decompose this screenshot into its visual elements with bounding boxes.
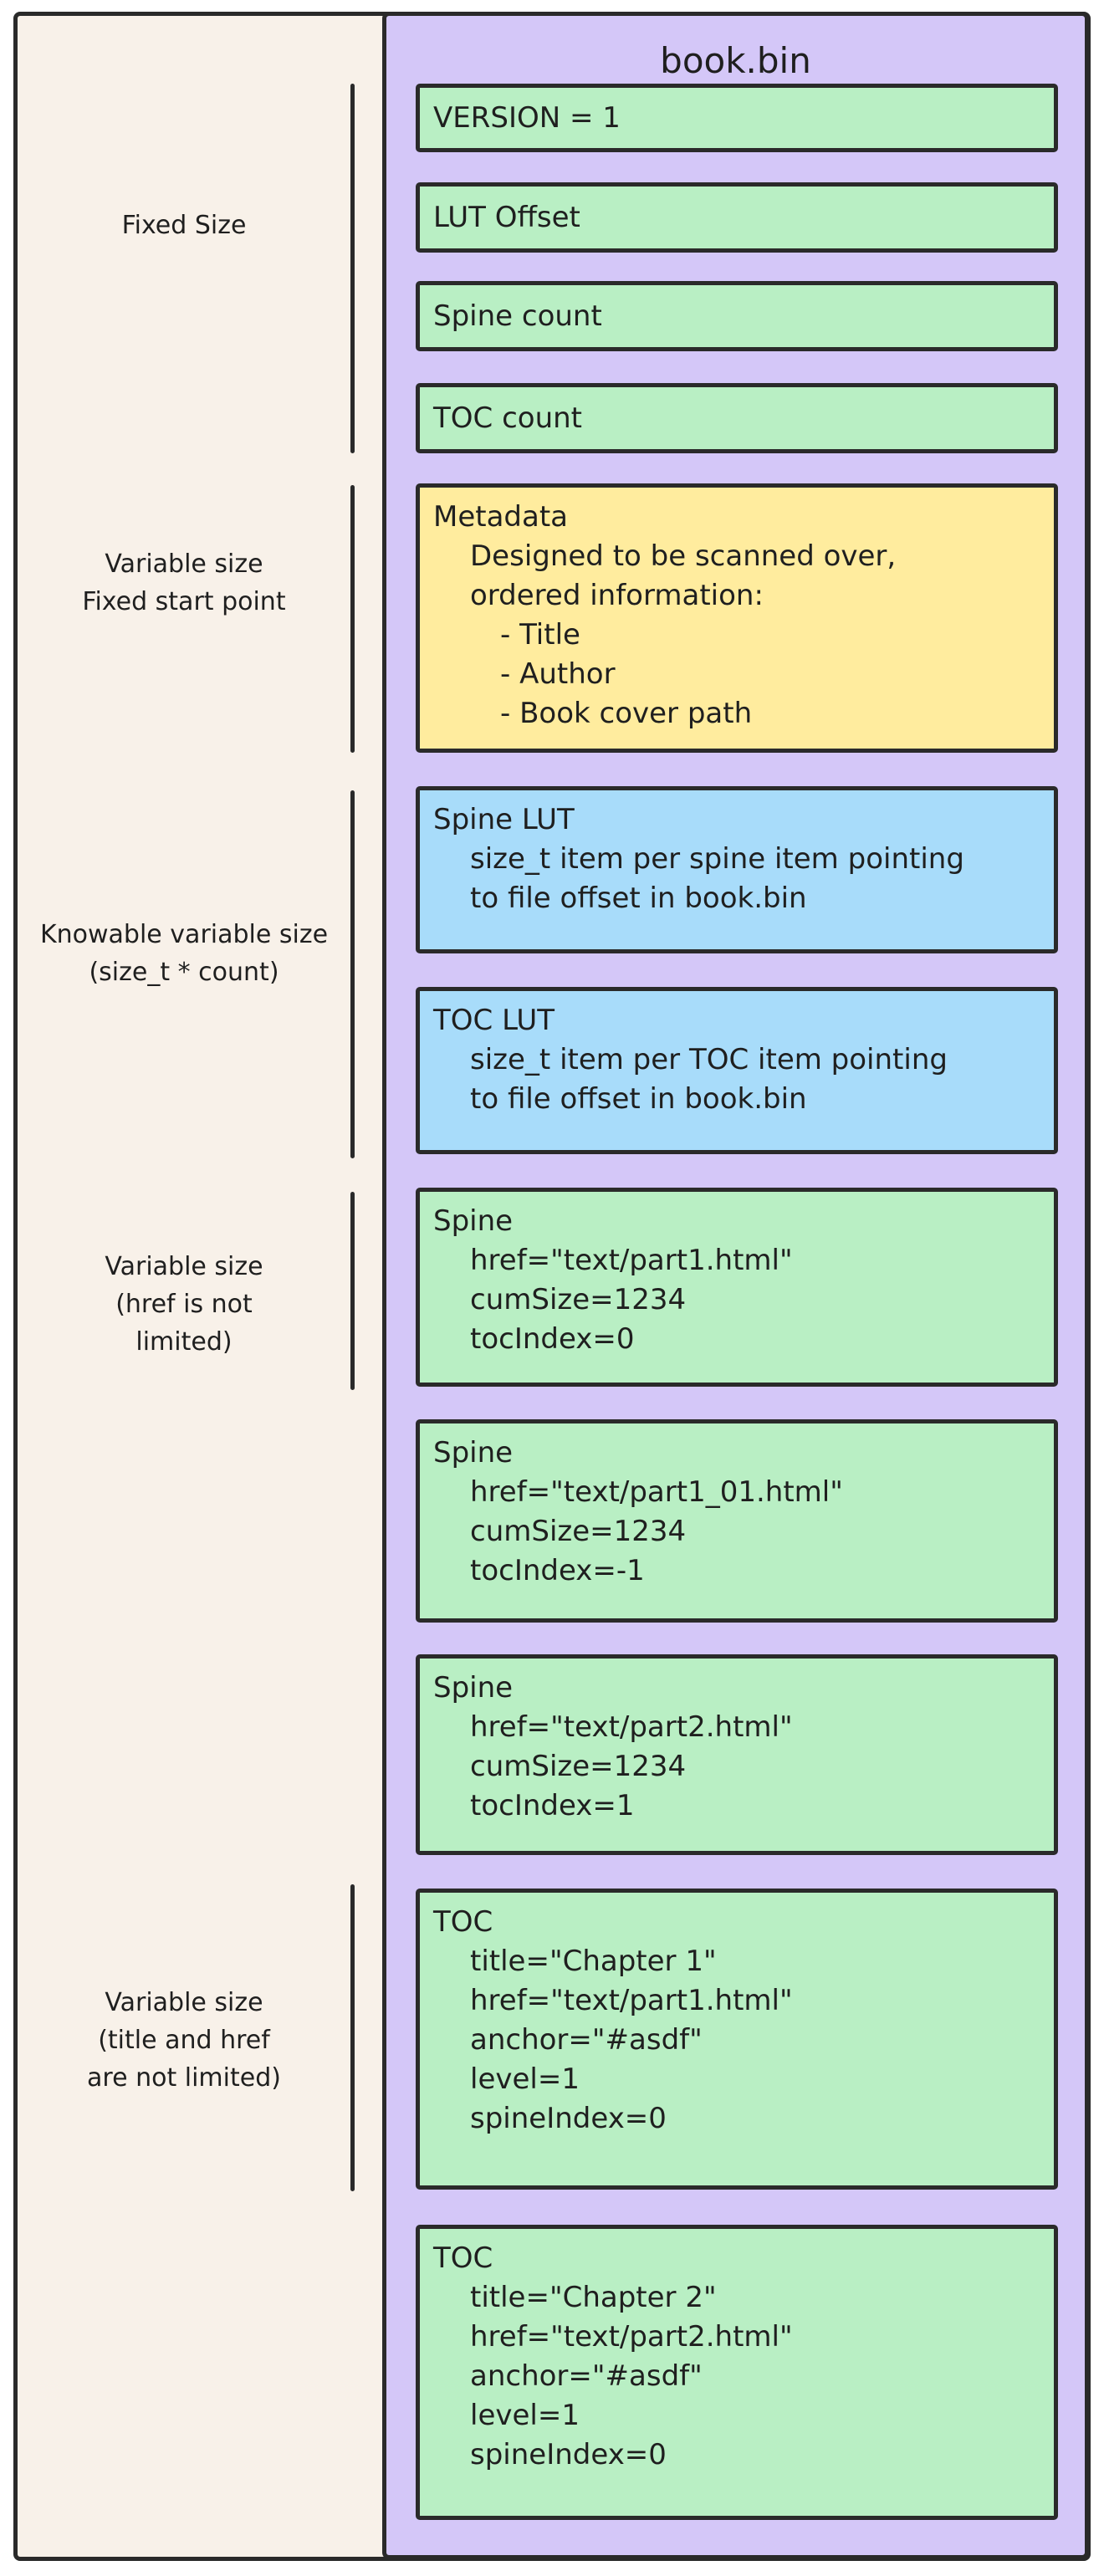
box-spine-count-line: Spine count xyxy=(433,299,602,333)
box-toc-2-line: level=1 xyxy=(470,2399,580,2432)
label-knowable-variable-line: (size_t * count) xyxy=(89,958,279,987)
box-spine-1: Spine href="text/part1.html" cumSize=1234 t… xyxy=(416,1188,1058,1387)
label-fixed-size-line: Fixed Size xyxy=(121,211,247,240)
box-metadata-line: ordered information: xyxy=(470,579,764,612)
box-spine-lut-line: size_t item per spine item pointing xyxy=(470,842,964,876)
box-spine-3-line: tocIndex=1 xyxy=(470,1789,635,1822)
box-lut-offset: LUT Offset xyxy=(416,182,1058,253)
bracket-variable-fixed-start xyxy=(350,485,355,753)
box-toc-lut-line: size_t item per TOC item pointing xyxy=(470,1043,948,1076)
box-toc-2-line: href="text/part2.html" xyxy=(470,2320,793,2354)
label-knowable-variable: Knowable variable size (size_t * count) xyxy=(25,916,343,991)
label-variable-href-line: Variable size xyxy=(105,1252,263,1281)
label-variable-href: Variable size (href is not limited) xyxy=(25,1248,343,1361)
box-spine-1-line: Spine xyxy=(433,1204,514,1238)
box-metadata-line: Designed to be scanned over, xyxy=(470,539,897,573)
box-toc-2-line: title="Chapter 2" xyxy=(470,2281,717,2314)
box-spine-1-line: cumSize=1234 xyxy=(470,1283,687,1316)
bracket-knowable-variable xyxy=(350,790,355,1158)
box-toc-1-line: anchor="#asdf" xyxy=(470,2023,703,2057)
box-spine-1-line: tocIndex=0 xyxy=(470,1322,635,1356)
label-variable-title-href-line: Variable size xyxy=(105,1988,263,2017)
label-knowable-variable-line: Knowable variable size xyxy=(39,920,329,949)
box-spine-2-line: tocIndex=-1 xyxy=(470,1554,645,1587)
box-version: VERSION = 1 xyxy=(416,84,1058,152)
box-spine-3-line: Spine xyxy=(433,1671,514,1705)
box-toc-2-line: TOC xyxy=(433,2241,493,2275)
box-toc-count: TOC count xyxy=(416,383,1058,453)
box-lut-offset-line: LUT Offset xyxy=(433,200,580,234)
label-variable-href-line: (href is not xyxy=(115,1290,253,1319)
bracket-variable-title-href xyxy=(350,1884,355,2191)
box-toc-count-line: TOC count xyxy=(433,401,583,435)
box-toc-lut-line: to file offset in book.bin xyxy=(470,1082,807,1116)
label-variable-href-line: limited) xyxy=(135,1327,233,1357)
box-toc-2-line: anchor="#asdf" xyxy=(470,2359,703,2393)
box-spine-1-line: href="text/part1.html" xyxy=(470,1244,793,1277)
box-toc-1-line: spineIndex=0 xyxy=(470,2102,667,2135)
box-spine-3-line: cumSize=1234 xyxy=(470,1750,687,1783)
label-variable-title-href: Variable size (title and href are not limi… xyxy=(25,1984,343,2097)
box-toc-1-line: TOC xyxy=(433,1905,493,1939)
label-variable-title-href-line: (title and href xyxy=(98,2026,270,2055)
label-variable-title-href-line: are not limited) xyxy=(87,2063,281,2093)
box-toc-1-line: title="Chapter 1" xyxy=(470,1945,717,1978)
box-spine-3: Spine href="text/part2.html" cumSize=1234 t… xyxy=(416,1654,1058,1855)
box-metadata-line: Metadata xyxy=(433,500,569,534)
box-spine-lut-line: Spine LUT xyxy=(433,803,575,836)
diagram-title: book.bin xyxy=(660,40,811,81)
box-spine-2-line: Spine xyxy=(433,1436,514,1469)
box-metadata-line: - Book cover path xyxy=(500,697,753,730)
box-metadata-line: - Author xyxy=(500,657,616,691)
label-fixed-size: Fixed Size xyxy=(25,207,343,244)
bracket-variable-href xyxy=(350,1192,355,1390)
box-version-line: VERSION = 1 xyxy=(433,100,621,135)
box-spine-2-line: href="text/part1_01.html" xyxy=(470,1475,843,1509)
box-spine-2-line: cumSize=1234 xyxy=(470,1515,687,1548)
box-toc-1: TOC title="Chapter 1" href="text/part1.htm… xyxy=(416,1889,1058,2190)
label-variable-fixed-start-line: Fixed start point xyxy=(82,587,286,616)
box-toc-lut-line: TOC LUT xyxy=(433,1004,555,1037)
box-spine-count: Spine count xyxy=(416,281,1058,351)
box-spine-lut-line: to file offset in book.bin xyxy=(470,882,807,915)
box-toc-lut: TOC LUT size_t item per TOC item pointing… xyxy=(416,987,1058,1154)
label-variable-fixed-start-line: Variable size xyxy=(105,549,263,579)
box-toc-2-line: spineIndex=0 xyxy=(470,2438,667,2471)
box-toc-2: TOC title="Chapter 2" href="text/part2.htm… xyxy=(416,2225,1058,2520)
box-spine-2: Spine href="text/part1_01.html" cumSize=12… xyxy=(416,1419,1058,1623)
box-toc-1-line: href="text/part1.html" xyxy=(470,1984,793,2017)
box-spine-lut: Spine LUT size_t item per spine item poin… xyxy=(416,786,1058,953)
box-toc-1-line: level=1 xyxy=(470,2062,580,2096)
box-spine-3-line: href="text/part2.html" xyxy=(470,1710,793,1744)
bracket-fixed-size xyxy=(350,84,355,453)
box-metadata-line: - Title xyxy=(500,618,580,652)
